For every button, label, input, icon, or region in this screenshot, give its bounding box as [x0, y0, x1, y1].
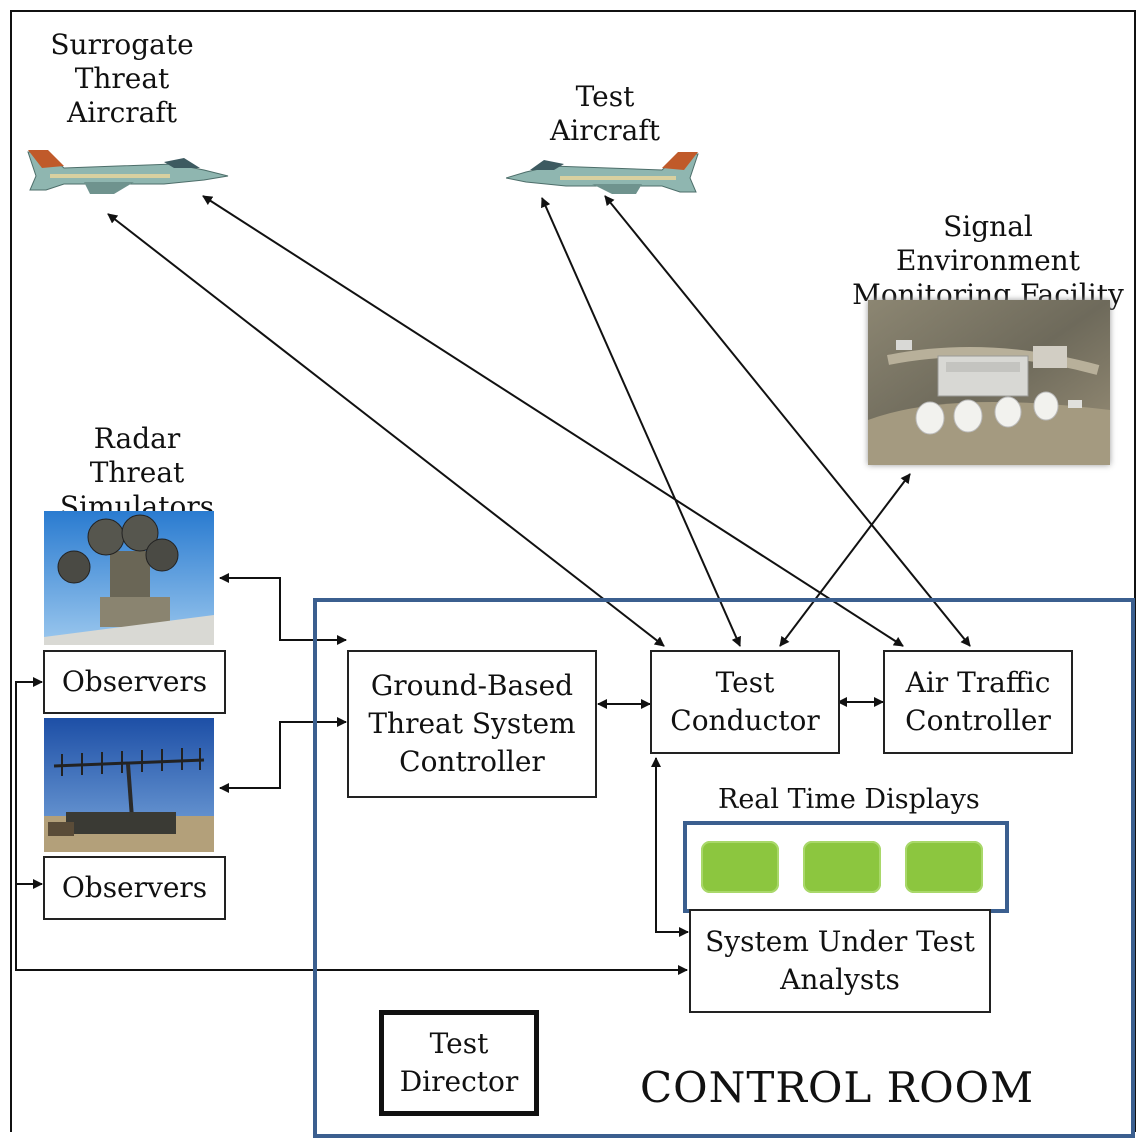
test-conductor-label: Test Conductor — [670, 666, 820, 737]
ground-based-controller-label: Ground-Based Threat System Controller — [368, 669, 576, 778]
radar-threat-simulators-label: Radar Threat Simulators — [59, 422, 215, 524]
link-surrogate-to-air-traffic — [202, 195, 904, 647]
surrogate-threat-aircraft-label: Surrogate Threat Aircraft — [50, 28, 194, 130]
link-signal-env-to-test-conductor — [779, 473, 911, 647]
display-screen-2 — [803, 841, 881, 893]
test-conductor-box: Test Conductor — [650, 650, 840, 754]
display-screen-1 — [701, 841, 779, 893]
air-traffic-controller-box: Air Traffic Controller — [883, 650, 1073, 754]
test-director-label: Test Director — [399, 1027, 519, 1098]
facility-aerial-photo — [868, 300, 1110, 465]
system-under-test-analysts-box: System Under Test Analysts — [689, 909, 991, 1013]
real-time-displays-panel — [683, 821, 1009, 913]
ground-based-controller-box: Ground-Based Threat System Controller — [347, 650, 597, 798]
diagram-frame — [10, 10, 1136, 1132]
surrogate-aircraft-icon — [27, 150, 229, 194]
observers-box-1: Observers — [43, 650, 226, 714]
test-aircraft-icon — [506, 152, 699, 194]
observers-label-1: Observers — [61, 665, 208, 699]
radar-antenna-photo-2 — [44, 718, 214, 852]
observers-box-2: Observers — [43, 856, 226, 920]
signal-environment-label: Signal Environment Monitoring Facility — [852, 210, 1124, 312]
link-test-conductor-to-analysts — [651, 757, 689, 937]
control-room-label: CONTROL ROOM — [640, 1063, 1035, 1112]
radar-dish-photo-1 — [44, 511, 214, 645]
link-test-aircraft-to-test-conductor — [541, 197, 741, 647]
real-time-displays-label: Real Time Displays — [718, 784, 980, 815]
display-screen-3 — [905, 841, 983, 893]
system-under-test-analysts-label: System Under Test Analysts — [705, 925, 975, 996]
air-traffic-controller-label: Air Traffic Controller — [905, 666, 1051, 737]
test-aircraft-label: Test Aircraft — [550, 80, 660, 148]
test-director-box: Test Director — [379, 1010, 539, 1116]
observers-label-2: Observers — [61, 871, 208, 905]
